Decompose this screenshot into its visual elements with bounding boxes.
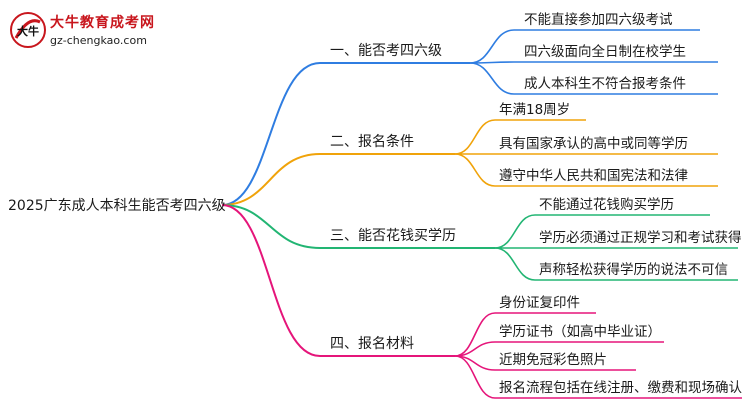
connector-branch-4: [221, 204, 455, 357]
leaf-4-3: 近期免冠彩色照片: [499, 352, 607, 368]
logo-url: gz-chengkao.com: [50, 34, 147, 47]
branch-2-label: 二、报名条件: [330, 134, 414, 150]
leaf-1-1: 不能直接参加四六级考试: [524, 12, 673, 28]
leaf-1-2: 四六级面向全日制在校学生: [524, 44, 686, 60]
leaf-3-2: 学历必须通过正规学习和考试获得: [539, 230, 742, 246]
leaf-2-1: 年满18周岁: [499, 102, 571, 118]
branch-4-label: 四、报名材料: [330, 336, 414, 352]
leaf-2-2: 具有国家承认的高中或同等学历: [499, 136, 688, 152]
leaf-4-2: 学历证书（如高中毕业证）: [499, 324, 661, 340]
connector-branch-1: [221, 62, 470, 206]
branch-3-label: 三、能否花钱买学历: [330, 228, 456, 244]
branch-1-label: 一、能否考四六级: [330, 43, 442, 59]
connector-branch-2: [221, 153, 455, 206]
site-logo: 大牛 大牛教育成考网 gz-chengkao.com: [8, 8, 178, 54]
logo-mark-icon: 大牛: [10, 12, 46, 48]
leaf-3-1: 不能通过花钱购买学历: [539, 197, 674, 213]
leaf-3-3: 声称轻松获得学历的说法不可信: [539, 262, 728, 278]
root-topic: 2025广东成人本科生能否考四六级: [8, 198, 226, 214]
leaf-2-3: 遵守中华人民共和国宪法和法律: [499, 168, 688, 184]
logo-title: 大牛教育成考网: [50, 15, 155, 31]
leaf-1-3: 成人本科生不符合报考条件: [524, 76, 686, 92]
svg-text:大牛: 大牛: [17, 24, 39, 38]
leaf-4-4: 报名流程包括在线注册、缴费和现场确认: [499, 380, 742, 396]
leaf-4-1: 身份证复印件: [499, 295, 580, 311]
connector-branch-3: [221, 204, 495, 249]
